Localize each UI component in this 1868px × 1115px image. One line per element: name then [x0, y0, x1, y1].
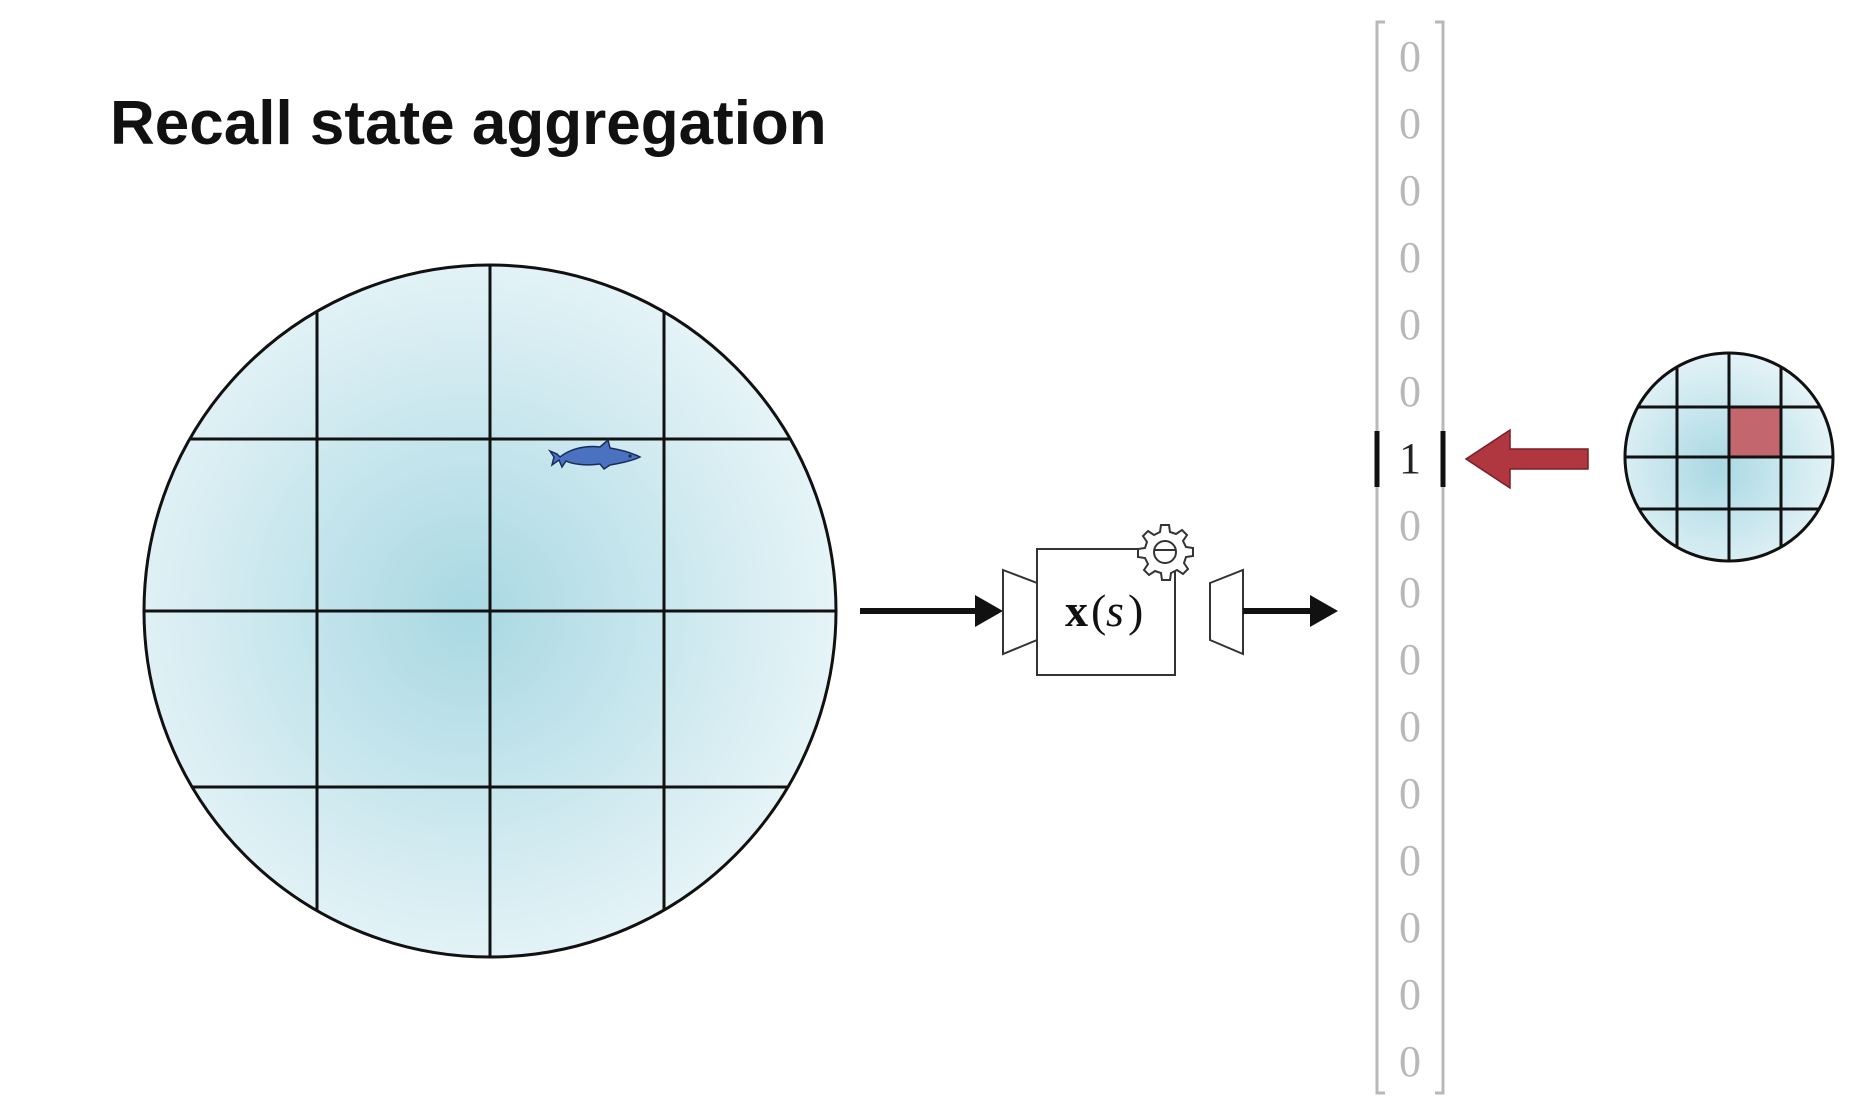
fish-icon	[547, 438, 642, 471]
vector-entry: 0	[1399, 836, 1421, 885]
feature-vector: 0 0 0 0 0 0 1 0 0 0 0 0 0 0 0 0	[1374, 20, 1446, 1095]
vector-entry: 0	[1399, 501, 1421, 550]
vector-entry: 0	[1399, 1037, 1421, 1086]
vector-entries: 0 0 0 0 0 0 1 0 0 0 0 0 0 0 0 0	[1399, 32, 1421, 1086]
vector-brackets	[1375, 20, 1445, 1095]
highlighted-cell	[1730, 408, 1780, 457]
input-arrow	[860, 595, 1003, 627]
vector-entry: 0	[1399, 903, 1421, 952]
red-indicator-arrow	[1464, 428, 1589, 490]
vector-entry: 0	[1399, 568, 1421, 617]
large-pond-outline	[142, 263, 838, 959]
small-state-grid	[1623, 351, 1835, 563]
vector-entry: 0	[1399, 367, 1421, 416]
slide-title: Recall state aggregation	[110, 89, 827, 158]
gear-icon	[1137, 524, 1194, 581]
feature-function-box: x ( s )	[1002, 524, 1244, 676]
right-bracket	[1435, 20, 1445, 1095]
active-entry-markers	[1374, 431, 1446, 487]
vector-entry: 0	[1399, 769, 1421, 818]
box-input-flange	[1002, 568, 1038, 656]
box-output-flange	[1209, 568, 1244, 656]
feature-close-paren: )	[1128, 585, 1143, 636]
vector-entry: 0	[1399, 99, 1421, 148]
small-pond-outline	[1623, 351, 1835, 563]
vector-entry: 0	[1399, 233, 1421, 282]
feature-open-paren: (	[1091, 585, 1106, 636]
vector-entry: 0	[1399, 166, 1421, 215]
vector-entry: 0	[1399, 970, 1421, 1019]
feature-symbol: x	[1065, 585, 1088, 636]
vector-entry: 0	[1399, 702, 1421, 751]
output-arrow	[1243, 595, 1338, 627]
vector-entry: 0	[1399, 300, 1421, 349]
vector-entry-active: 1	[1399, 434, 1421, 483]
vector-entry: 0	[1399, 635, 1421, 684]
left-bracket	[1375, 20, 1385, 1095]
vector-entry: 0	[1399, 32, 1421, 81]
feature-argument: s	[1106, 585, 1124, 636]
large-state-grid	[142, 263, 838, 959]
